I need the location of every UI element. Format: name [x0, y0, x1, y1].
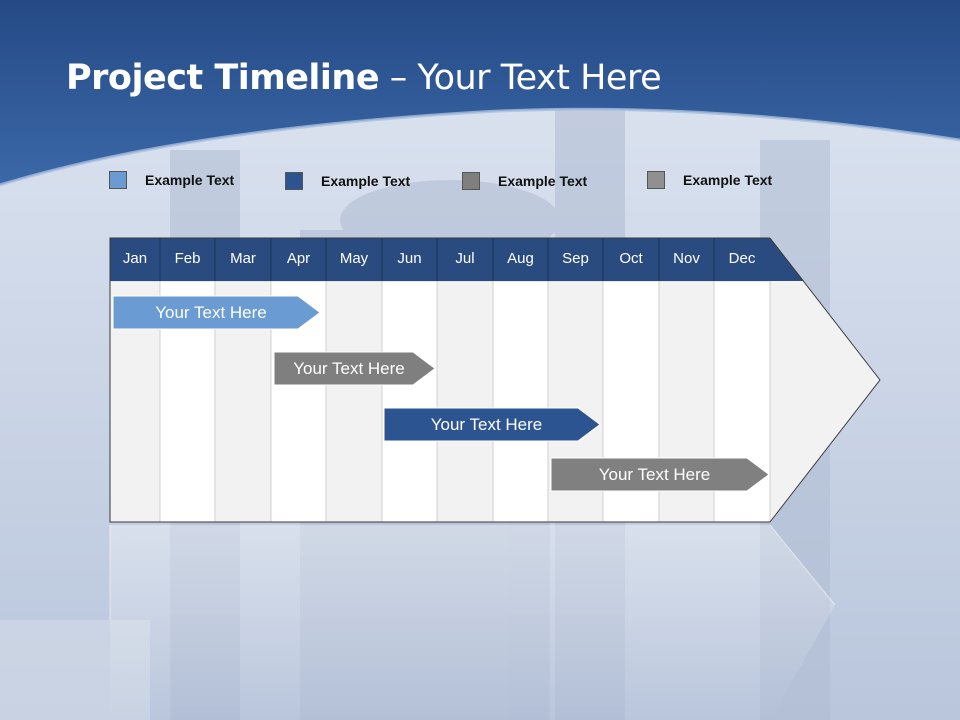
month-label-jan: Jan: [122, 250, 148, 267]
legend-label-4: Example Text: [683, 172, 773, 188]
timeline-reflection: [110, 525, 835, 720]
month-column-aug: [492, 280, 549, 523]
month-label-jun: Jun: [397, 250, 422, 267]
task-label-1: Your Text Here: [155, 303, 267, 322]
month-label-nov: Nov: [673, 250, 700, 267]
header-band: [0, 0, 960, 185]
month-label-may: May: [339, 250, 369, 267]
task-label-3: Your Text Here: [430, 415, 543, 434]
legend-swatch-3: [462, 172, 480, 190]
task-label-2: Your Text Here: [293, 359, 405, 378]
task-arrow-1: [112, 295, 321, 330]
month-header-bar: [110, 238, 804, 281]
month-label-sep: Sep: [562, 250, 589, 267]
legend-item-3: Example Text: [462, 171, 587, 191]
task-arrow-3: [383, 407, 601, 442]
month-label-oct: Oct: [619, 250, 643, 267]
legend-item-2: Example Text: [285, 171, 410, 191]
task-label-4: Your Text Here: [598, 465, 711, 484]
legend-label-3: Example Text: [498, 173, 588, 189]
task-arrow-2: [273, 351, 436, 386]
timeline-arrow-outline: [109, 237, 881, 523]
legend-swatch-1: [109, 171, 127, 189]
legend-item-1: Example Text: [109, 170, 234, 190]
legend-swatch-4: [647, 171, 665, 189]
legend-swatch-2: [285, 172, 303, 190]
legend-item-4: Example Text: [647, 170, 772, 190]
legend-label-1: Example Text: [145, 172, 235, 188]
task-arrow-4: [550, 457, 770, 492]
title-rest: – Your Text Here: [389, 58, 662, 98]
month-label-dec: Dec: [728, 250, 756, 267]
legend-label-2: Example Text: [321, 173, 411, 189]
month-label-jul: Jul: [455, 250, 475, 267]
month-column-jul: [436, 280, 494, 523]
month-column-may: [325, 280, 383, 523]
month-column-jun: [381, 280, 438, 523]
month-label-feb: Feb: [174, 250, 201, 267]
month-label-aug: Aug: [507, 250, 534, 267]
month-label-mar: Mar: [230, 250, 256, 267]
slide-title: Project Timeline – Your Text Here: [66, 58, 662, 98]
month-label-apr: Apr: [286, 250, 311, 267]
title-bold: Project Timeline: [66, 58, 380, 98]
